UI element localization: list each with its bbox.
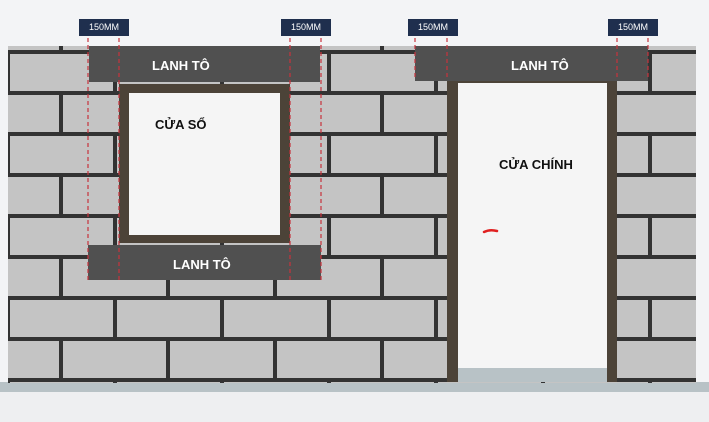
window-top-lintel-label: LANH TÔ — [152, 58, 210, 73]
window-sill-lintel — [88, 245, 321, 280]
floor-base — [0, 392, 709, 422]
door-opening — [458, 83, 607, 368]
window-top-lintel — [89, 46, 320, 82]
door-top-lintel-label: LANH TÔ — [511, 58, 569, 73]
door-top-lintel — [415, 46, 648, 81]
door-threshold — [458, 368, 607, 382]
dimension-tag: 150MM — [79, 19, 129, 36]
dimension-tag: 150MM — [608, 19, 658, 36]
window-label: CỬA SỔ — [155, 117, 207, 132]
dimension-lines — [87, 38, 649, 280]
window-sill-lintel-label: LANH TÔ — [173, 257, 231, 272]
door-label: CỬA CHÍNH — [499, 157, 573, 172]
dimension-tag: 150MM — [408, 19, 458, 36]
window-opening — [129, 93, 280, 235]
dimension-tag: 150MM — [281, 19, 331, 36]
red-mark — [482, 228, 499, 234]
